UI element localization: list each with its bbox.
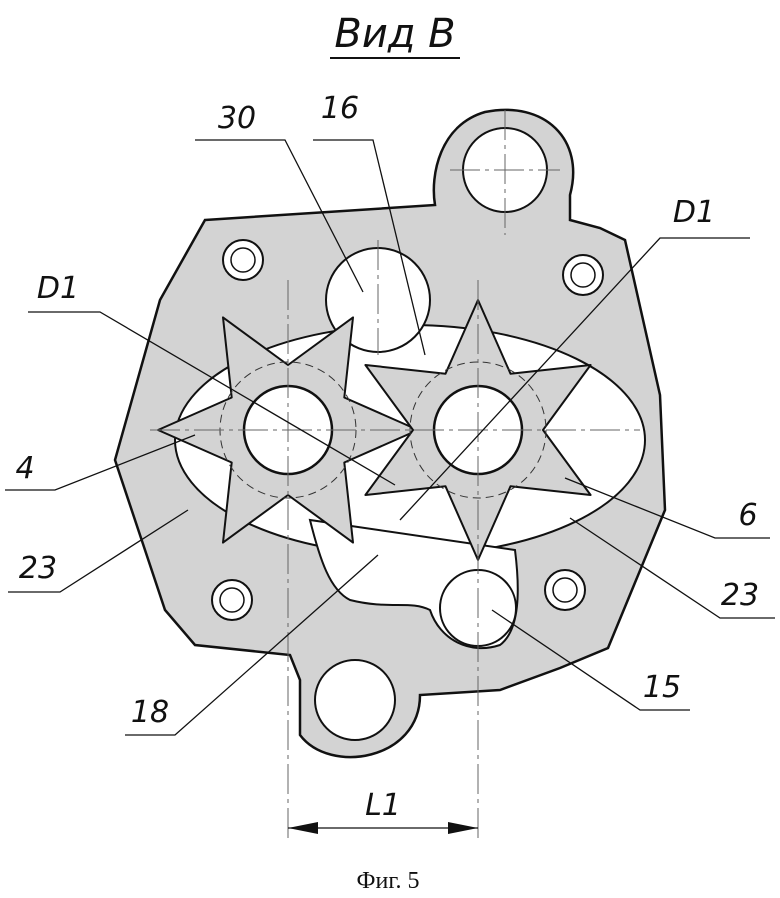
- label-16: 16: [321, 91, 359, 126]
- label-d1-left: D1: [37, 271, 79, 306]
- label-d1-right: D1: [673, 195, 715, 230]
- dimension-l1: [288, 822, 478, 834]
- label-l1: L1: [365, 788, 401, 823]
- label-4: 4: [15, 451, 34, 486]
- figure-caption: Фиг. 5: [357, 868, 420, 894]
- center-lines: [150, 110, 640, 840]
- label-15: 15: [643, 670, 681, 705]
- bolt-holes: [211, 239, 604, 621]
- leader-lines: [5, 139, 775, 736]
- label-23-left: 23: [19, 551, 57, 586]
- bottom-lug-hole: [314, 659, 396, 741]
- label-18: 18: [131, 695, 169, 730]
- label-6: 6: [738, 498, 757, 533]
- label-30: 30: [218, 101, 256, 136]
- view-title: Вид В: [334, 11, 455, 57]
- label-23-right: 23: [721, 578, 759, 613]
